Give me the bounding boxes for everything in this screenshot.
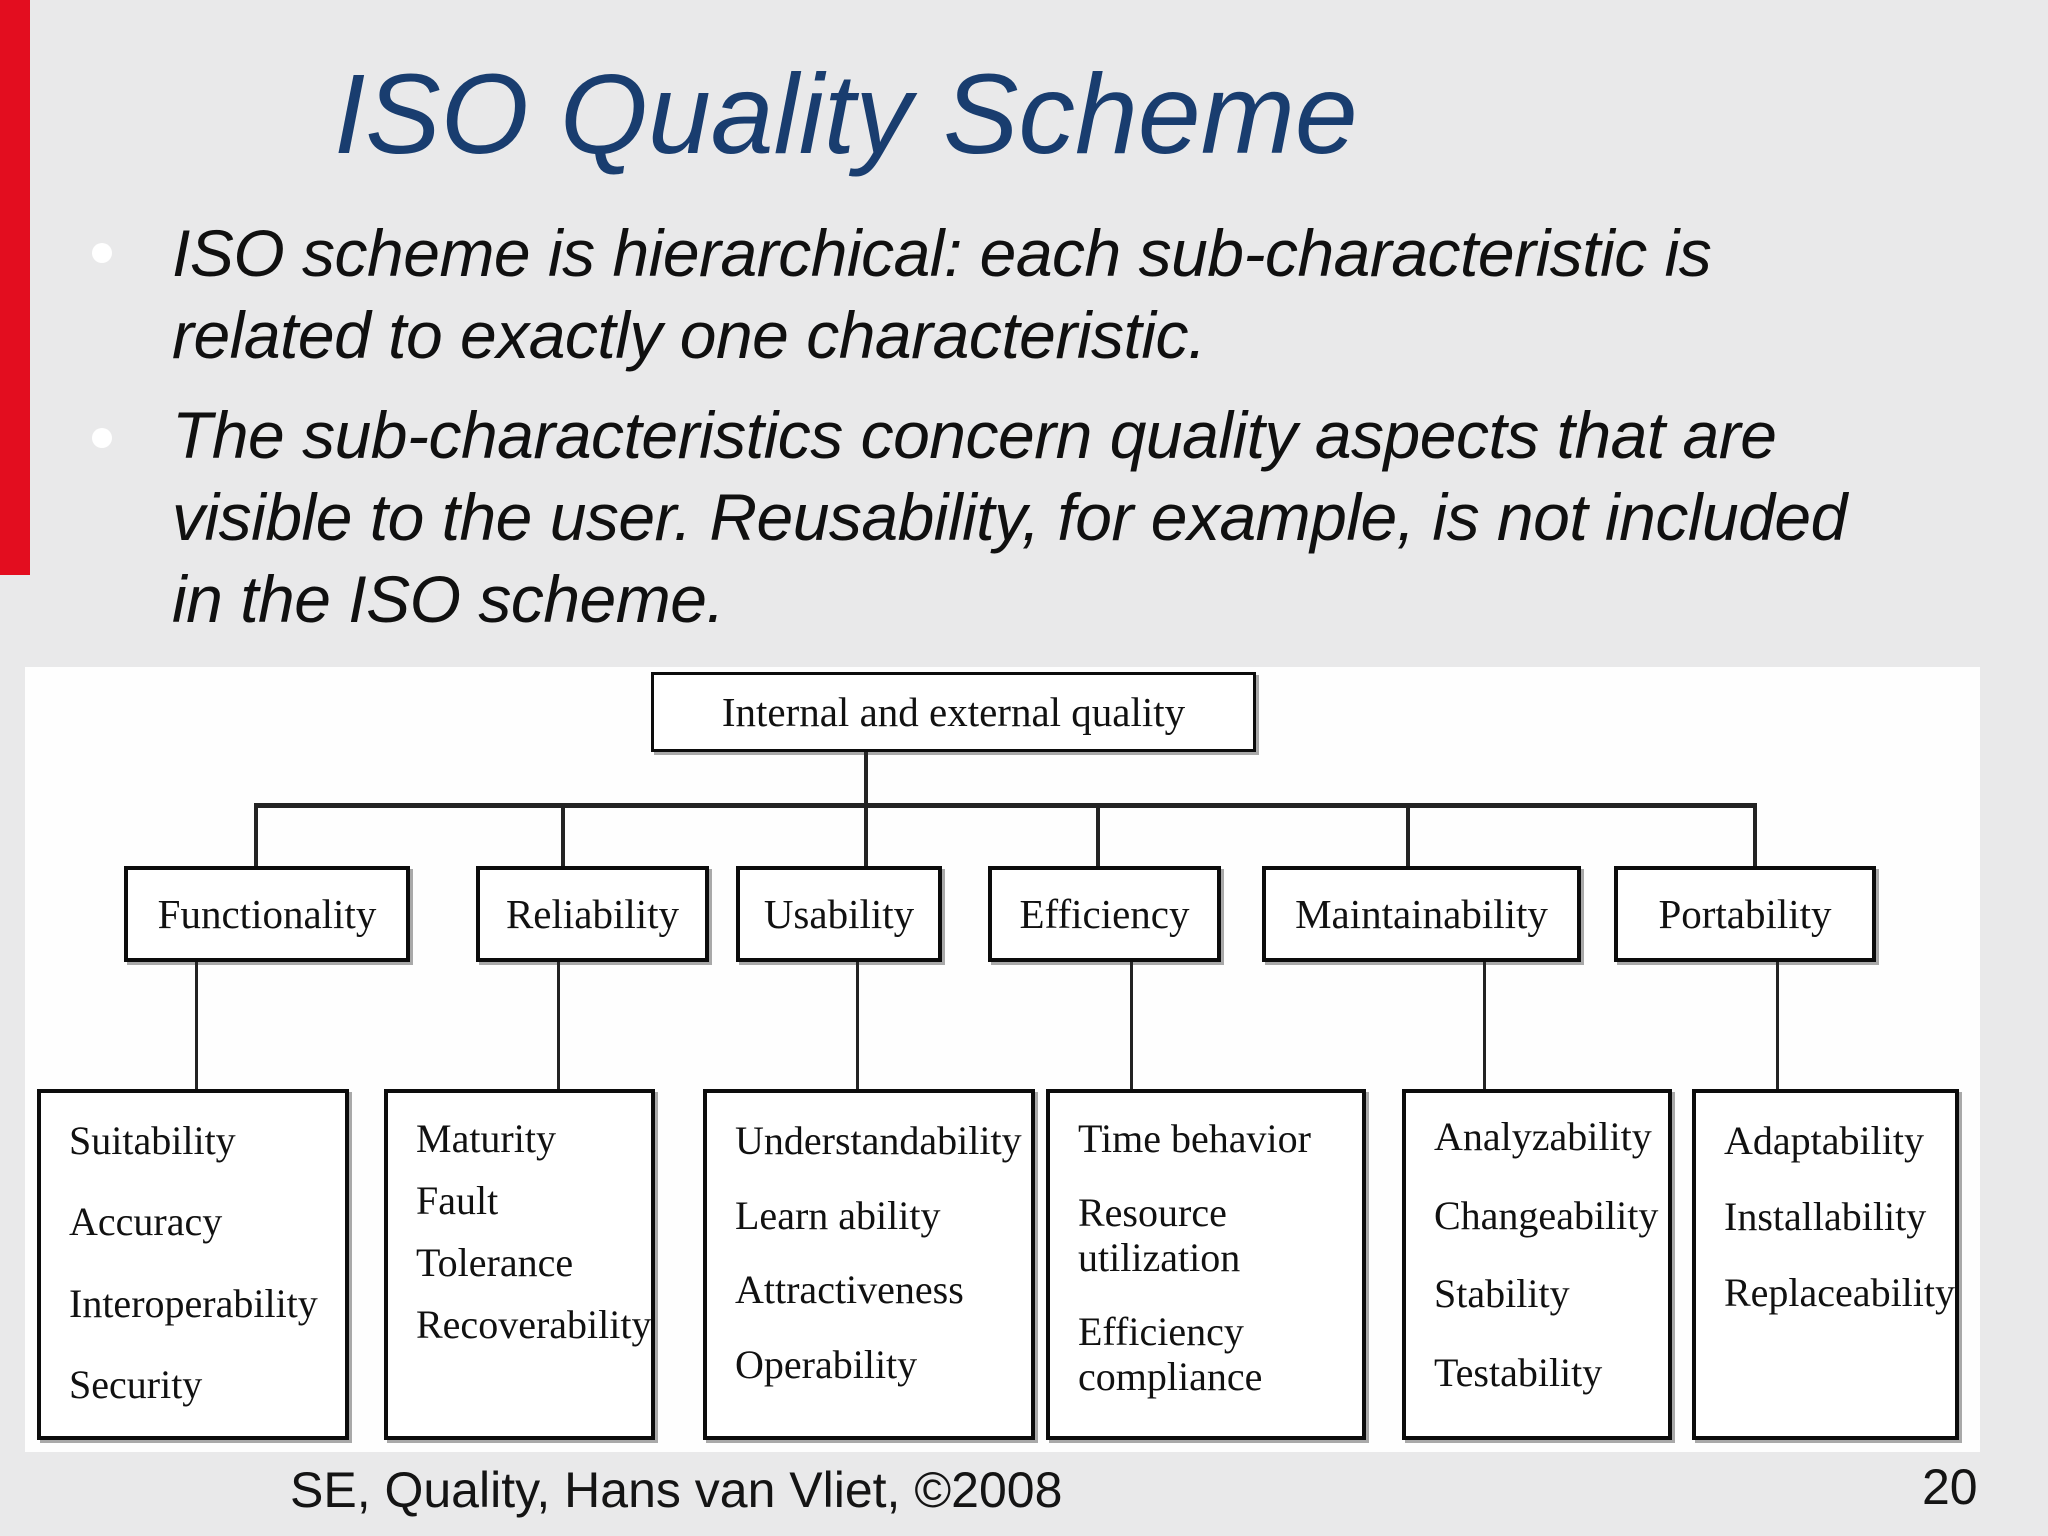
bullet-paragraph: ISO scheme is hierarchical: each sub-cha… — [172, 212, 1712, 376]
connector-reliability-subs — [557, 962, 560, 1089]
diagram-panel: Internal and external quality Functional… — [25, 667, 1980, 1452]
root-quality-label: Internal and external quality — [721, 689, 1186, 735]
connector-functionality-subs — [195, 962, 198, 1089]
bullet-paragraph: The sub-characteristics concern quality … — [172, 394, 1847, 640]
subcharacteristic: Resource utilization — [1078, 1190, 1241, 1281]
subcharacteristic: Efficiency compliance — [1078, 1309, 1263, 1400]
connector-portability-subs — [1776, 962, 1779, 1089]
subcharacteristic: Operability — [735, 1342, 918, 1388]
red-edge-bar — [0, 0, 30, 575]
connector-horizontal-bus — [254, 803, 1757, 808]
connector-efficiency — [1096, 808, 1100, 866]
subcharacteristic: Accuracy — [69, 1199, 223, 1245]
bullet-line: related to exactly one characteristic. — [172, 298, 1206, 372]
subcharacteristic: Testability — [1434, 1350, 1603, 1396]
subcharacteristic: Stability — [1434, 1271, 1570, 1317]
subcharacteristic: Fault — [416, 1178, 499, 1224]
slide-title: ISO Quality Scheme — [334, 51, 1358, 177]
connector-reliability — [561, 808, 565, 866]
subcharacteristic: Security — [69, 1362, 203, 1408]
bullet-line: ISO scheme is hierarchical: each sub-cha… — [172, 216, 1712, 290]
bullet-line: in the ISO scheme. — [172, 562, 725, 636]
subcharacteristic: Installability — [1724, 1194, 1927, 1240]
characteristic-label: Usability — [763, 891, 915, 937]
subcharacteristic: Learn ability — [735, 1192, 941, 1238]
characteristic-label: Efficiency — [1019, 891, 1190, 937]
connector-portability — [1753, 808, 1757, 866]
subcharacteristic: Analyzability — [1434, 1114, 1652, 1159]
subcharacteristic: Recoverability — [416, 1302, 652, 1348]
subcharacteristic: Adaptability — [1724, 1118, 1924, 1163]
connector-maintainability-subs — [1483, 962, 1486, 1089]
characteristic-box-reliability: Reliability — [476, 866, 709, 962]
connector-functionality — [254, 808, 258, 866]
subcharacteristics-box-functionality: Suitability Accuracy Interoperability Se… — [37, 1089, 349, 1440]
characteristic-box-usability: Usability — [736, 866, 942, 962]
characteristic-label: Portability — [1658, 891, 1832, 937]
subcharacteristic: Replaceability — [1724, 1270, 1956, 1316]
characteristic-label: Reliability — [505, 891, 680, 937]
subcharacteristics-box-portability: Adaptability Installability Replaceabili… — [1692, 1089, 1959, 1440]
connector-usability-subs — [856, 962, 859, 1089]
subcharacteristic: Maturity — [416, 1116, 556, 1161]
subcharacteristics-box-usability: Understandability Learn ability Attracti… — [703, 1089, 1035, 1440]
characteristic-box-portability: Portability — [1614, 866, 1876, 962]
subcharacteristic: Understandability — [735, 1118, 1022, 1163]
bullet-dot — [92, 243, 112, 263]
characteristic-box-maintainability: Maintainability — [1262, 866, 1581, 962]
subcharacteristics-box-reliability: Maturity Fault Tolerance Recoverability — [384, 1089, 655, 1440]
connector-maintainability — [1406, 808, 1410, 866]
bullet-line: The sub-characteristics concern quality … — [172, 398, 1777, 472]
subcharacteristic: Interoperability — [69, 1280, 318, 1326]
subcharacteristic: Suitability — [69, 1118, 236, 1163]
subcharacteristic: Time behavior — [1078, 1116, 1311, 1161]
subcharacteristic: Changeability — [1434, 1192, 1659, 1238]
subcharacteristics-box-maintainability: Analyzability Changeability Stability Te… — [1402, 1089, 1672, 1440]
bullet-line: visible to the user. Reusability, for ex… — [172, 480, 1847, 554]
connector-efficiency-subs — [1130, 962, 1133, 1089]
connector-root-drop — [864, 752, 868, 804]
page-number: 20 — [1922, 1459, 1978, 1515]
characteristic-box-efficiency: Efficiency — [988, 866, 1221, 962]
footer-credit: SE, Quality, Hans van Vliet, ©2008 — [290, 1462, 1063, 1518]
connector-usability — [864, 808, 868, 866]
characteristic-box-functionality: Functionality — [124, 866, 410, 962]
characteristic-label: Functionality — [157, 891, 377, 937]
characteristic-label: Maintainability — [1295, 891, 1548, 937]
bullet-dot — [92, 428, 112, 448]
subcharacteristic: Attractiveness — [735, 1267, 964, 1313]
subcharacteristics-box-efficiency: Time behavior Resource utilization Effic… — [1046, 1089, 1366, 1440]
root-quality-box: Internal and external quality — [651, 672, 1256, 752]
subcharacteristic: Tolerance — [416, 1240, 574, 1286]
